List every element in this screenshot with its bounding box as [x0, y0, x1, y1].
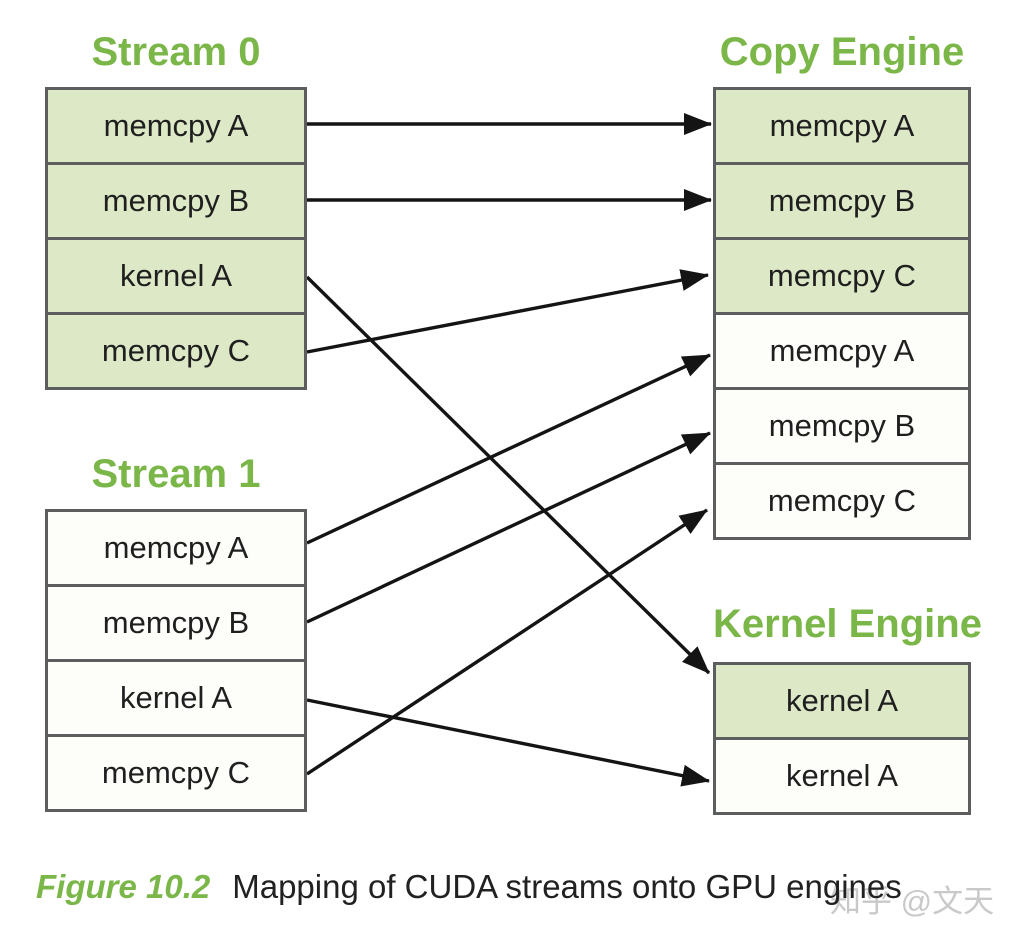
stream1-box-memcpy-c-3: memcpy C	[45, 734, 307, 812]
kernel-engine-box-stack: kernel A kernel A	[713, 662, 971, 815]
box-label: memcpy A	[103, 108, 249, 143]
arrow stream0/memcpy C -> copy_engine/memcpy C (green)	[306, 269, 709, 354]
box-label: memcpy C	[767, 483, 917, 518]
box-label: memcpy A	[769, 108, 915, 143]
watermark: 知乎 @文天	[830, 884, 995, 919]
copy-engine-box-memcpy-b-4: memcpy B	[713, 387, 971, 465]
figure-caption: Figure 10.2 Mapping of CUDA streams onto …	[36, 868, 902, 906]
stream1-box-stack: memcpy A memcpy B kernel A memcpy C	[45, 509, 307, 812]
copy-engine-box-memcpy-a-3: memcpy A	[713, 312, 971, 390]
box-label: memcpy A	[769, 333, 915, 368]
stream0-title: Stream 0	[91, 30, 261, 74]
kernel-engine-box-kernel-a-1: kernel A	[713, 737, 971, 815]
figure-caption-label: Figure 10.2	[36, 868, 211, 905]
box-label: kernel A	[785, 758, 898, 793]
stream0-box-memcpy-a-0: memcpy A	[45, 87, 307, 165]
stream0-box-kernel-a-2: kernel A	[45, 237, 307, 315]
box-label: kernel A	[785, 683, 898, 718]
copy-engine-box-memcpy-c-2: memcpy C	[713, 237, 971, 315]
copy-engine-box-memcpy-b-1: memcpy B	[713, 162, 971, 240]
stream0-box-stack: memcpy A memcpy B kernel A memcpy C	[45, 87, 307, 390]
copy-engine-box-stack: memcpy A memcpy B memcpy C memcpy A memcpy B…	[713, 87, 971, 540]
stream1-box-kernel-a-2: kernel A	[45, 659, 307, 737]
box-label: memcpy B	[102, 605, 250, 640]
box-label: memcpy C	[101, 333, 251, 368]
figure-caption-text: Mapping of CUDA streams onto GPU engines	[232, 868, 902, 905]
arrow stream0/kernel A -> kernel_engine/kernel A (green)	[305, 275, 711, 675]
box-label: memcpy C	[101, 755, 251, 790]
kernel-engine-box-kernel-a-0: kernel A	[713, 662, 971, 740]
stream1-box-memcpy-a-0: memcpy A	[45, 509, 307, 587]
copy-engine-box-memcpy-c-5: memcpy C	[713, 462, 971, 540]
stream0-box-memcpy-c-3: memcpy C	[45, 312, 307, 390]
box-label: kernel A	[119, 258, 232, 293]
stream1-title: Stream 1	[91, 452, 261, 496]
arrow stream1/memcpy C -> copy_engine/memcpy C (white)	[306, 508, 708, 776]
kernel-engine-title: Kernel Engine	[713, 602, 982, 646]
copy-engine-box-memcpy-a-0: memcpy A	[713, 87, 971, 165]
stream1-box-memcpy-b-1: memcpy B	[45, 584, 307, 662]
copy-engine-title: Copy Engine	[719, 30, 965, 74]
arrow stream1/memcpy A -> copy_engine/memcpy A (white)	[306, 353, 711, 545]
arrow stream1/kernel A -> kernel_engine/kernel A (white)	[306, 698, 710, 787]
box-label: kernel A	[119, 680, 232, 715]
arrow stream1/memcpy B -> copy_engine/memcpy B (white)	[306, 431, 711, 624]
stream0-box-memcpy-b-1: memcpy B	[45, 162, 307, 240]
box-label: memcpy B	[102, 183, 250, 218]
box-label: memcpy A	[103, 530, 249, 565]
box-label: memcpy C	[767, 258, 917, 293]
box-label: memcpy B	[768, 183, 916, 218]
box-label: memcpy B	[768, 408, 916, 443]
